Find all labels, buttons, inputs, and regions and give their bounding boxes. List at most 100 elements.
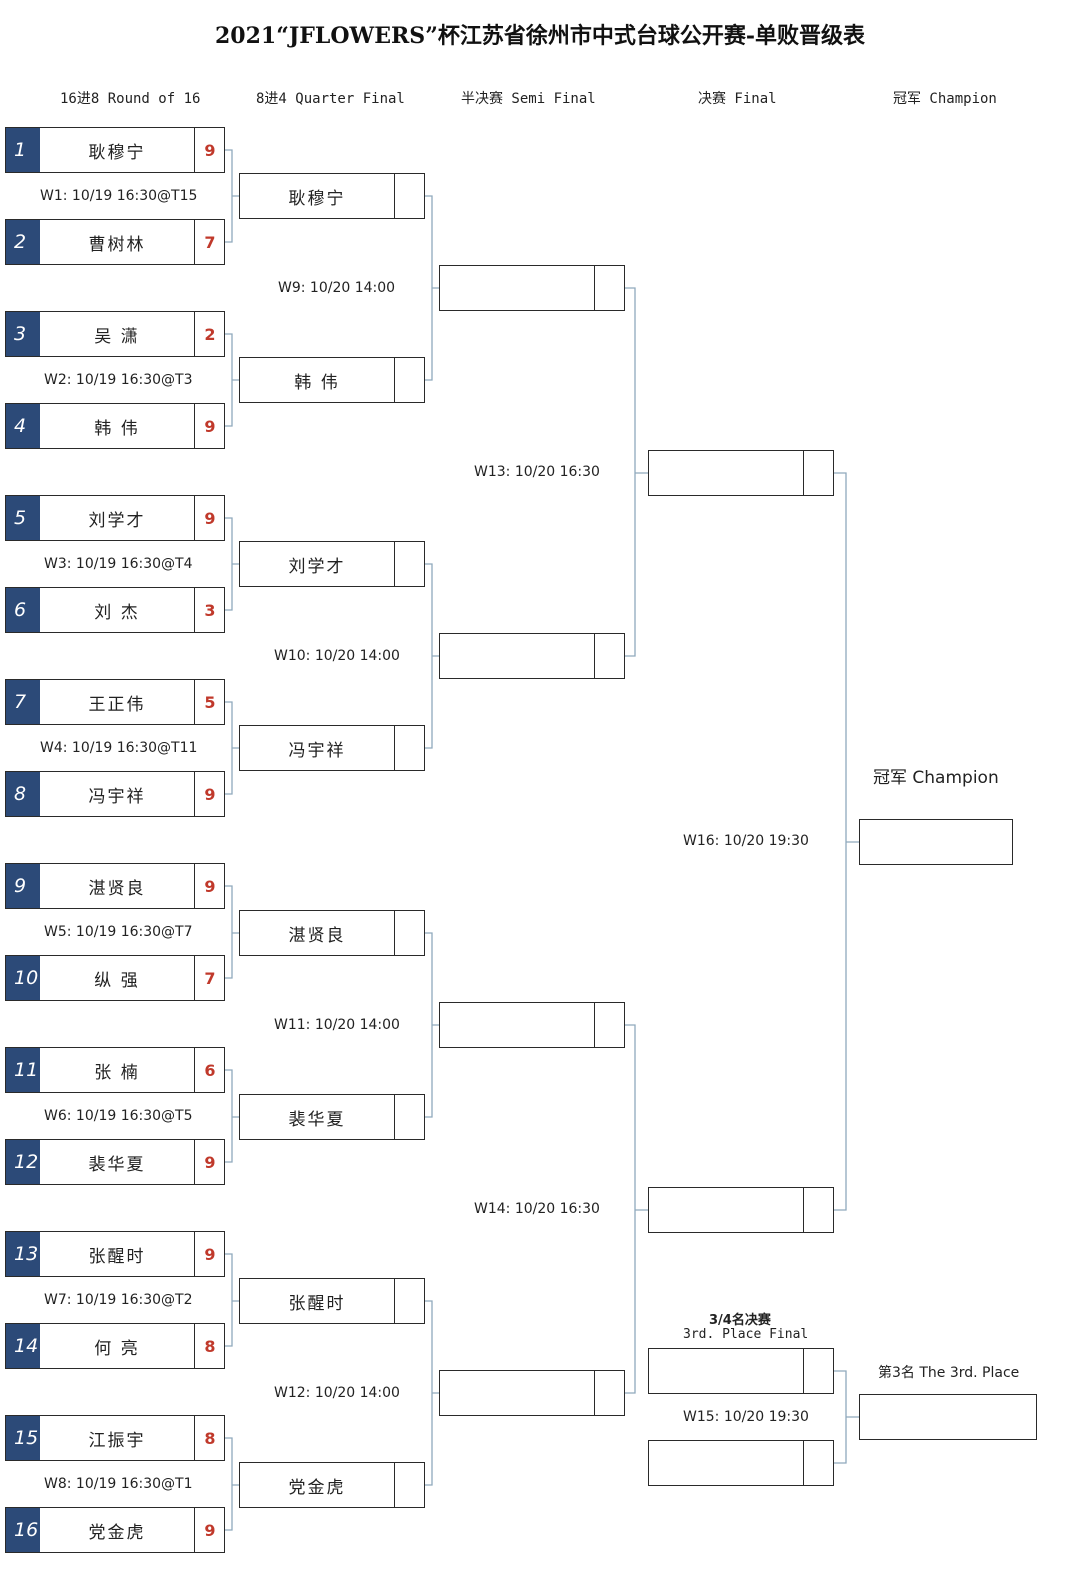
third-place-slot-name (649, 1349, 803, 1393)
r16-match-label: W4: 10/19 16:30@T11 (40, 740, 198, 756)
final-match-label: W16: 10/20 19:30 (683, 833, 809, 849)
seed-number: 14 (6, 1324, 40, 1368)
seed-number: 5 (6, 496, 40, 540)
player-name (440, 634, 594, 678)
final-slot-score (803, 451, 834, 495)
qf-match-label: W10: 10/20 14:00 (274, 648, 400, 664)
player-score: 7 (194, 220, 225, 264)
third-place-slot-score (803, 1441, 834, 1485)
player-score (394, 358, 425, 402)
third-place-slot-1 (648, 1348, 834, 1394)
sf-match-label-1: W13: 10/20 16:30 (474, 464, 600, 480)
player-name: 冯宇祥 (288, 740, 346, 761)
qf-slot: 张醒时 (239, 1278, 425, 1324)
qf-match-label: W9: 10/20 14:00 (278, 280, 396, 296)
third-place-result-label: 第3名 The 3rd. Place (878, 1365, 1020, 1381)
col-head-r16: 16进8 Round of 16 (60, 91, 201, 107)
seed-number: 4 (6, 404, 40, 448)
r16-match-label: W8: 10/19 16:30@T1 (44, 1476, 193, 1492)
player-name: 江振宇 (88, 1430, 146, 1451)
seed-row: 4 韩 伟 9 (5, 403, 225, 449)
player-name: 刘学才 (288, 556, 346, 577)
player-score (394, 1279, 425, 1323)
player-name: 湛贤良 (88, 878, 146, 899)
qf-match-label: W12: 10/20 14:00 (274, 1385, 400, 1401)
player-score: 9 (194, 404, 225, 448)
player-name: 党金虎 (288, 1477, 346, 1498)
player-score: 5 (194, 680, 225, 724)
player-name: 冯宇祥 (88, 786, 146, 807)
r16-match-label: W3: 10/19 16:30@T4 (44, 556, 193, 572)
third-place-slot-score (803, 1349, 834, 1393)
player-name: 裴华夏 (88, 1154, 146, 1175)
player-name: 何 亮 (94, 1338, 140, 1359)
player-score: 9 (194, 864, 225, 908)
third-place-match-label: W15: 10/20 19:30 (683, 1409, 809, 1425)
player-score (394, 542, 425, 586)
player-name (440, 1003, 594, 1047)
player-score (594, 266, 625, 310)
seed-number: 16 (6, 1508, 40, 1552)
third-place-slot-name (649, 1441, 803, 1485)
sf-slot (439, 265, 625, 311)
player-score: 9 (194, 1508, 225, 1552)
player-name: 湛贤良 (288, 925, 346, 946)
player-score: 7 (194, 956, 225, 1000)
seed-number: 10 (6, 956, 40, 1000)
player-name: 党金虎 (88, 1522, 146, 1543)
player-name (440, 1371, 594, 1415)
player-name (440, 266, 594, 310)
champion-slot (859, 819, 1013, 865)
final-slot-2 (648, 1187, 834, 1233)
player-score (594, 1003, 625, 1047)
final-slot-1 (648, 450, 834, 496)
qf-slot: 湛贤良 (239, 910, 425, 956)
player-score (394, 174, 425, 218)
seed-number: 8 (6, 772, 40, 816)
player-score: 8 (194, 1324, 225, 1368)
seed-number: 15 (6, 1416, 40, 1460)
champion-label: 冠军 Champion (873, 768, 999, 788)
player-name: 张 楠 (94, 1062, 140, 1083)
r16-match-label: W6: 10/19 16:30@T5 (44, 1108, 193, 1124)
seed-number: 7 (6, 680, 40, 724)
player-name: 耿穆宁 (288, 188, 346, 209)
third-place-result-slot (859, 1394, 1037, 1440)
player-score: 9 (194, 772, 225, 816)
player-score (594, 1371, 625, 1415)
player-name: 耿穆宁 (88, 142, 146, 163)
qf-match-label: W11: 10/20 14:00 (274, 1017, 400, 1033)
third-place-title-cn: 3/4名决赛 (709, 1313, 771, 1328)
player-name: 韩 伟 (294, 372, 340, 393)
player-score: 2 (194, 312, 225, 356)
col-head-final: 决赛 Final (698, 91, 777, 107)
seed-number: 13 (6, 1232, 40, 1276)
player-score (394, 726, 425, 770)
sf-slot (439, 1370, 625, 1416)
player-name: 纵 强 (94, 970, 140, 991)
qf-slot: 刘学才 (239, 541, 425, 587)
seed-row: 12 裴华夏 9 (5, 1139, 225, 1185)
player-name: 韩 伟 (94, 418, 140, 439)
player-name: 曹树林 (88, 234, 146, 255)
r16-match-label: W5: 10/19 16:30@T7 (44, 924, 193, 940)
seed-row: 14 何 亮 8 (5, 1323, 225, 1369)
player-score (594, 634, 625, 678)
third-place-title-en: 3rd. Place Final (683, 1327, 809, 1342)
final-slot-score (803, 1188, 834, 1232)
player-score: 9 (194, 128, 225, 172)
seed-number: 12 (6, 1140, 40, 1184)
player-name: 刘学才 (88, 510, 146, 531)
seed-number: 3 (6, 312, 40, 356)
qf-slot: 韩 伟 (239, 357, 425, 403)
final-slot-name (649, 451, 803, 495)
player-score: 9 (194, 1140, 225, 1184)
player-score (394, 1095, 425, 1139)
